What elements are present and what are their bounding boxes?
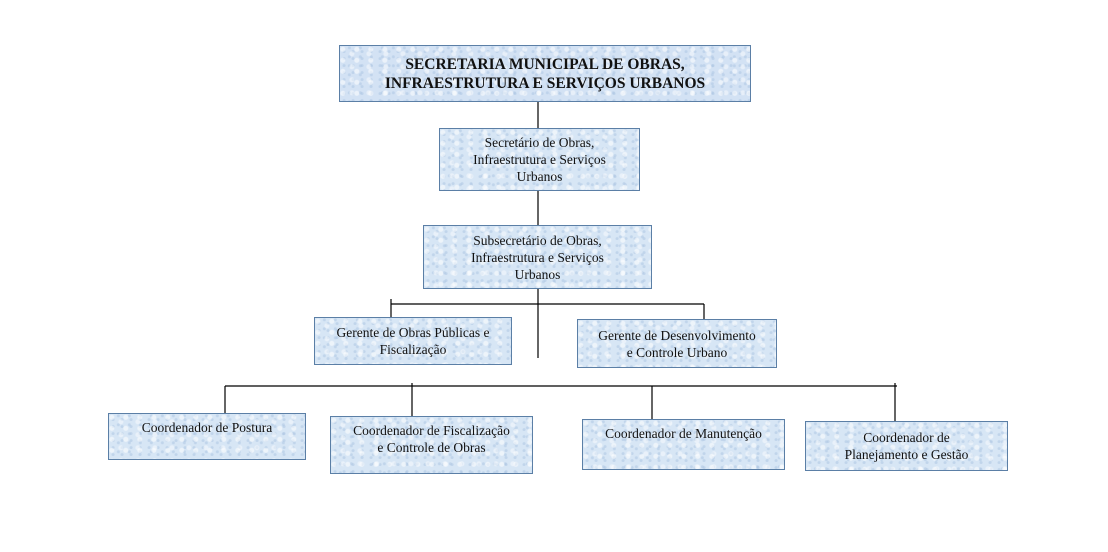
org-box-gerente-obras-publicas-label: Gerente de Obras Públicas e Fiscalização xyxy=(336,325,490,357)
org-box-coord-fiscalizacao-label: Coordenador de Fiscalização e Controle d… xyxy=(353,423,510,455)
org-box-secretario-label: Secretário de Obras, Infraestrutura e Se… xyxy=(473,135,606,184)
org-box-gerente-desenvolvimento-label: Gerente de Desenvolvimento e Controle Ur… xyxy=(598,327,756,360)
org-box-coord-fiscalizacao: Coordenador de Fiscalização e Controle d… xyxy=(330,416,533,474)
org-box-coord-planejamento-label: Coordenador de Planejamento e Gestão xyxy=(844,430,969,462)
org-box-subsecretario: Subsecretário de Obras, Infraestrutura e… xyxy=(423,225,652,289)
org-box-coord-planejamento: Coordenador de Planejamento e Gestão xyxy=(805,421,1008,471)
org-box-coord-manutencao-label: Coordenador de Manutenção xyxy=(605,426,762,441)
org-box-gerente-desenvolvimento: Gerente de Desenvolvimento e Controle Ur… xyxy=(577,319,777,368)
org-box-gerente-obras-publicas: Gerente de Obras Públicas e Fiscalização xyxy=(314,317,512,365)
org-box-secretaria: SECRETARIA MUNICIPAL DE OBRAS, INFRAESTR… xyxy=(339,45,751,102)
org-box-secretario: Secretário de Obras, Infraestrutura e Se… xyxy=(439,128,640,191)
org-box-subsecretario-label: Subsecretário de Obras, Infraestrutura e… xyxy=(471,232,604,282)
org-box-coord-manutencao: Coordenador de Manutenção xyxy=(582,419,785,470)
org-box-secretaria-label: SECRETARIA MUNICIPAL DE OBRAS, INFRAESTR… xyxy=(384,55,706,92)
org-box-coord-postura-label: Coordenador de Postura xyxy=(141,420,273,435)
org-box-coord-postura: Coordenador de Postura xyxy=(108,413,306,460)
